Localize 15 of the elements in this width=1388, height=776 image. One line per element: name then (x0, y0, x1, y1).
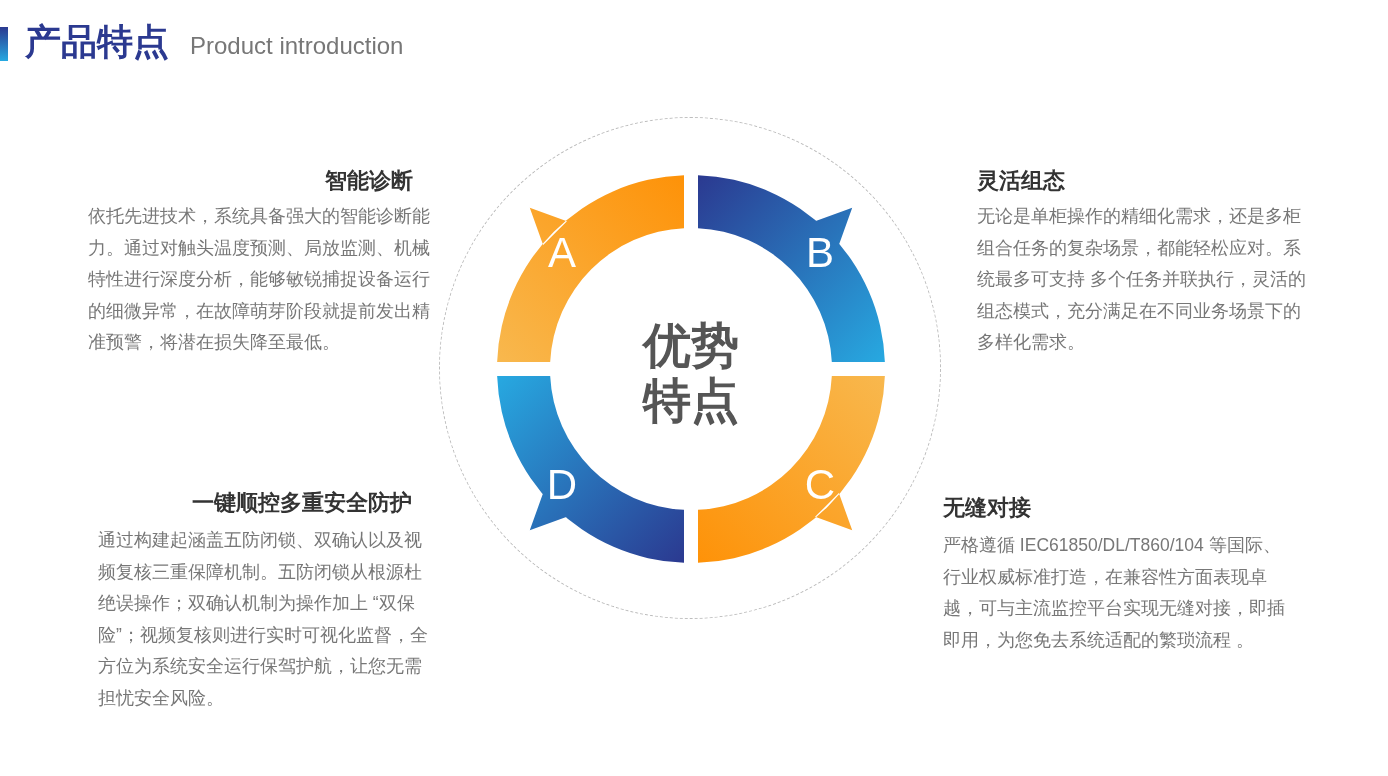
feature-heading: 智能诊断 (325, 167, 413, 195)
page-title: 产品特点 (25, 20, 169, 64)
feature-description: 严格遵循 IEC61850/DL/T860/104 等国际、行业权威标准打造，在兼容性方面表现卓越，可与主流监控平台实现无缝对接，即插即用，为您免去系统适配的繁琐流程 。 (943, 534, 1286, 652)
feature-description: 依托先进技术，系统具备强大的智能诊断能力。通过对触头温度预测、局放监测、机械特性进行深度分析，能够敏锐捕捉设备运行的细微异常，在故障萌芽阶段就提前发出精准预警，将潜在损失降至最低。 (88, 205, 431, 354)
segment-letter: B (805, 229, 835, 277)
subtitle: Product introduction (190, 31, 404, 61)
feature-heading: 一键顺控多重安全防护 (192, 489, 412, 517)
segment-letter: D (545, 461, 579, 509)
center-title: 优势特点 (641, 318, 740, 428)
feature-description: 通过构建起涵盖五防闭锁、双确认以及视频复核三重保障机制。五防闭锁从根源杜绝误操作；双确认机制为操作加上 “双保险”；视频复核则进行实时可视化监督，全方位为系统安全运行保驾护航，让您无需担忧安全风险。 (98, 529, 429, 710)
segment-letter: A (547, 229, 577, 277)
feature-heading: 无缝对接 (943, 494, 1031, 522)
feature-description: 无论是单柜操作的精细化需求，还是多柜组合任务的复杂场景，都能轻松应对。系统最多可支持 多个任务并联执行，灵活的组态模式，充分满足在不同业务场景下的多样化需求。 (977, 205, 1307, 354)
segment-letter: C (803, 461, 837, 509)
feature-heading: 灵活组态 (977, 167, 1065, 195)
